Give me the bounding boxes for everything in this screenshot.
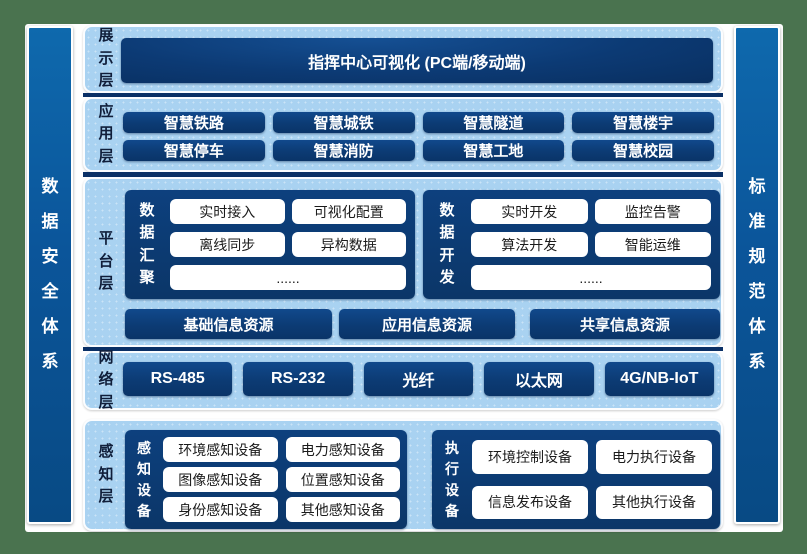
agg-item: 离线同步 [170, 232, 285, 257]
dev-item-more: ...... [471, 265, 711, 290]
dev-item: 智能运维 [594, 232, 711, 257]
layer-panel-application: 应用层 智慧铁路 智慧城铁 智慧隧道 智慧楼宇 智慧停车 智慧消防 智慧工地 智… [83, 97, 723, 172]
layer-label-application: 应用层 [98, 102, 114, 165]
exec-item: 其他执行设备 [596, 485, 712, 519]
network-buttons: RS-485 RS-232 光纤 以太网 4G/NB-IoT [123, 362, 714, 396]
data-aggregation-items: 实时接入 可视化配置 离线同步 异构数据 ...... [170, 199, 406, 290]
sense-item: 位置感知设备 [285, 467, 400, 492]
dev-item: 实时开发 [471, 199, 588, 224]
sense-item: 环境感知设备 [163, 437, 278, 462]
sensing-devices-label: 感知设备 [137, 439, 151, 519]
layer-label-display: 展示层 [98, 27, 114, 90]
agg-item: 实时接入 [170, 199, 285, 224]
execution-devices-label: 执行设备 [445, 439, 459, 519]
pillar-standards: 标准规范体系 [734, 26, 780, 524]
layer-label-network: 网络层 [98, 348, 114, 411]
app-button: 智慧工地 [422, 140, 565, 161]
app-button: 智慧楼宇 [572, 112, 714, 133]
exec-item: 信息发布设备 [472, 485, 588, 519]
layer-panel-platform: 平台层 数据汇聚 实时接入 可视化配置 离线同步 异构数据 ...... 数据开… [83, 177, 723, 347]
data-development-label: 数据开发 [439, 201, 455, 287]
data-aggregation-box: 数据汇聚 实时接入 可视化配置 离线同步 异构数据 ...... [125, 190, 415, 299]
sense-item: 电力感知设备 [285, 437, 400, 462]
agg-item-more: ...... [170, 265, 406, 290]
dev-item: 算法开发 [471, 232, 588, 257]
resource-button: 共享信息资源 [530, 309, 720, 339]
network-button: RS-485 [123, 362, 233, 396]
layer-divider [83, 347, 723, 351]
app-button: 智慧铁路 [123, 112, 265, 133]
command-center-box: 指挥中心可视化 (PC端/移动端) [121, 38, 713, 83]
app-button: 智慧城铁 [272, 112, 415, 133]
execution-device-items: 环境控制设备 电力执行设备 信息发布设备 其他执行设备 [472, 440, 712, 519]
data-development-box: 数据开发 实时开发 监控告警 算法开发 智能运维 ...... [423, 190, 720, 299]
pillar-standards-label: 标准规范体系 [748, 177, 766, 371]
resource-button: 应用信息资源 [339, 309, 515, 339]
agg-item: 可视化配置 [291, 199, 406, 224]
layer-divider [83, 172, 723, 177]
sense-item: 身份感知设备 [163, 497, 278, 522]
layer-panel-perception: 感知层 感知设备 环境感知设备 电力感知设备 图像感知设备 位置感知设备 身份感… [83, 419, 723, 531]
dev-item: 监控告警 [594, 199, 711, 224]
sense-item: 图像感知设备 [163, 467, 278, 492]
execution-devices-box: 执行设备 环境控制设备 电力执行设备 信息发布设备 其他执行设备 [432, 430, 720, 529]
app-button: 智慧校园 [572, 140, 714, 161]
exec-item: 环境控制设备 [472, 440, 588, 474]
sensing-device-items: 环境感知设备 电力感知设备 图像感知设备 位置感知设备 身份感知设备 其他感知设… [163, 437, 400, 522]
resource-button: 基础信息资源 [125, 309, 332, 339]
network-button: 4G/NB-IoT [604, 362, 714, 396]
exec-item: 电力执行设备 [596, 440, 712, 474]
agg-item: 异构数据 [291, 232, 406, 257]
layer-panel-network: 网络层 RS-485 RS-232 光纤 以太网 4G/NB-IoT [83, 348, 723, 411]
network-button: 以太网 [484, 362, 594, 396]
app-button: 智慧隧道 [422, 112, 565, 133]
application-buttons: 智慧铁路 智慧城铁 智慧隧道 智慧楼宇 智慧停车 智慧消防 智慧工地 智慧校园 [123, 112, 714, 161]
layer-label-perception: 感知层 [98, 443, 114, 506]
pillar-data-security: 数据安全体系 [27, 26, 73, 524]
layer-panel-display: 展示层 指挥中心可视化 (PC端/移动端) [83, 25, 723, 93]
sensing-devices-box: 感知设备 环境感知设备 电力感知设备 图像感知设备 位置感知设备 身份感知设备 … [125, 430, 407, 529]
layer-divider [83, 93, 723, 97]
app-button: 智慧消防 [272, 140, 415, 161]
app-button: 智慧停车 [123, 140, 265, 161]
network-button: RS-232 [243, 362, 353, 396]
sense-item: 其他感知设备 [285, 497, 400, 522]
layer-label-platform: 平台层 [98, 230, 114, 293]
data-development-items: 实时开发 监控告警 算法开发 智能运维 ...... [471, 199, 711, 290]
data-aggregation-label: 数据汇聚 [139, 201, 155, 287]
pillar-data-security-label: 数据安全体系 [41, 177, 59, 371]
network-button: 光纤 [363, 362, 474, 396]
